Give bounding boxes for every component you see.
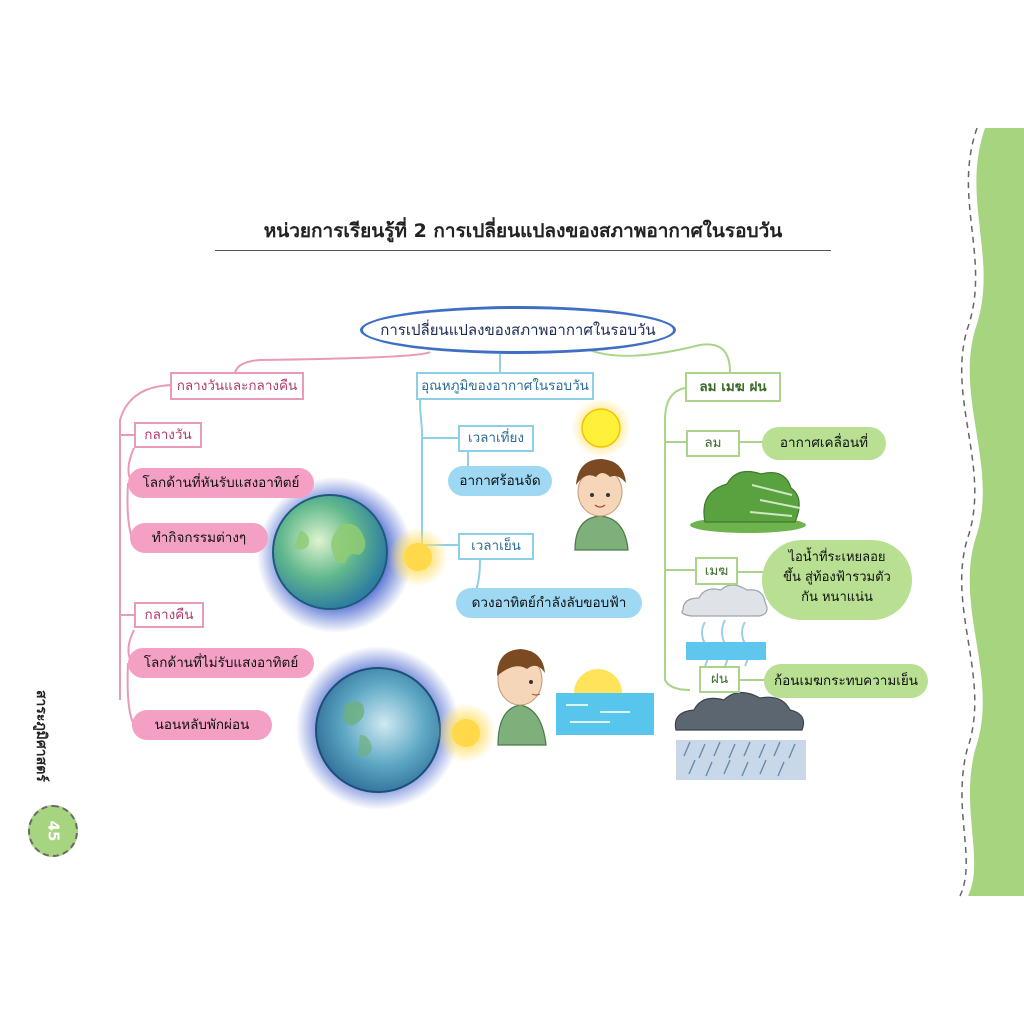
node-cloud: เมฆ: [695, 557, 738, 585]
page-title: หน่วยการเรียนรู้ที่ 2 การเปลี่ยนแปลงของส…: [215, 214, 831, 251]
connector-blue-spine: [419, 399, 423, 545]
noon-sun-illustration: [571, 398, 631, 458]
connector-pink-night-items: [126, 629, 135, 726]
boy-evening-illustration: [497, 649, 547, 746]
connector-pink-spine: [119, 384, 176, 700]
node-evening: เวลาเย็น: [458, 533, 534, 560]
leaf-daytime-1: โลกด้านที่หันรับแสงอาทิตย์: [128, 468, 314, 498]
sunset-illustration: [556, 658, 654, 735]
leaf-cloud-detail: ไอน้ำที่ระเหยลอยขึ้น สู่ท้องฟ้ารวมตัวกัน…: [762, 540, 912, 620]
connector-root-weather: [584, 343, 731, 373]
wind-bush-illustration: [690, 471, 806, 533]
node-noon: เวลาเที่ยง: [458, 425, 534, 452]
earth-day-illustration: [257, 477, 448, 633]
rain-cloud-illustration: [674, 691, 806, 780]
node-daytime: กลางวัน: [134, 422, 202, 448]
earth-night-illustration: [296, 646, 496, 810]
node-wind: ลม: [686, 430, 740, 457]
boy-noon-illustration: [574, 459, 629, 551]
leaf-rain-detail: ก้อนเมฆกระทบความเย็น: [764, 664, 928, 698]
mindmap-root-node: การเปลี่ยนแปลงของสภาพอากาศในรอบวัน: [360, 306, 676, 354]
page-number: 45: [44, 820, 62, 842]
leaf-nighttime-1: โลกด้านที่ไม่รับแสงอาทิตย์: [128, 648, 314, 678]
connector-green-spine: [664, 387, 691, 691]
branch-weather: ลม เมฆ ฝน: [685, 372, 781, 402]
connector-root-daynight: [234, 351, 431, 376]
branch-day-night: กลางวันและกลางคืน: [170, 372, 304, 400]
side-subject-label: สาระภูมิศาสตร์: [33, 690, 49, 782]
page-number-badge: 45: [28, 805, 78, 857]
node-nighttime: กลางคืน: [134, 602, 204, 628]
node-rain: ฝน: [699, 666, 740, 693]
page-edge-shape: [968, 128, 1024, 896]
page-edge-stitch: [959, 127, 978, 897]
leaf-nighttime-2: นอนหลับพักผ่อน: [132, 710, 272, 740]
branch-temperature: อุณหภูมิของอากาศในรอบวัน: [416, 372, 594, 400]
cloud-evaporation-illustration: [681, 584, 768, 667]
leaf-evening-detail: ดวงอาทิตย์กำลังลับขอบฟ้า: [456, 588, 642, 618]
leaf-noon-detail: อากาศร้อนจัด: [448, 466, 552, 496]
leaf-daytime-2: ทำกิจกรรมต่างๆ: [130, 523, 268, 553]
leaf-wind-detail: อากาศเคลื่อนที่: [762, 427, 886, 460]
